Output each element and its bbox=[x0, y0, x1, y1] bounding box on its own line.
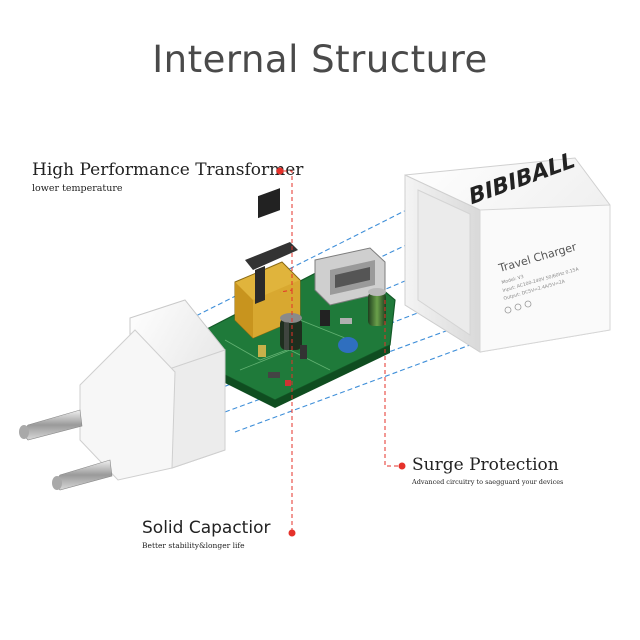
component-icon bbox=[340, 318, 352, 324]
component-icon bbox=[320, 310, 330, 326]
page-title: Internal Structure bbox=[152, 38, 488, 81]
component-icon bbox=[268, 372, 280, 378]
capacitor-large-icon bbox=[280, 313, 302, 350]
plug-pin-icon bbox=[19, 409, 83, 441]
callout-capacitor: Solid Capactior Better stability&longer … bbox=[142, 518, 270, 550]
callout-capacitor-heading: Solid Capactior bbox=[142, 518, 271, 538]
callout-transformer-heading: High Performance Transformer bbox=[32, 160, 304, 180]
callout-capacitor-sub: Better stability&longer life bbox=[142, 541, 245, 550]
pcb-assembly bbox=[204, 188, 396, 408]
component-icon bbox=[258, 345, 266, 357]
plug-pin-icon bbox=[52, 459, 113, 491]
y-capacitor-icon bbox=[338, 337, 358, 353]
component-icon bbox=[285, 380, 291, 386]
callout-transformer: High Performance Transformer lower tempe… bbox=[32, 160, 303, 194]
callout-surge: Surge Protection Advanced circuitry to s… bbox=[412, 455, 563, 486]
leader-dot-icon bbox=[276, 167, 406, 537]
certification-marks-icon bbox=[504, 300, 532, 314]
callout-leader-lines bbox=[276, 170, 400, 530]
solid-capacitor-icon bbox=[368, 288, 386, 326]
charger-case: BIBIBALL Travel Charger Model: V3 Input:… bbox=[404, 147, 611, 353]
callout-transformer-sub: lower temperature bbox=[32, 183, 123, 194]
callout-surge-heading: Surge Protection bbox=[412, 455, 559, 475]
callout-surge-sub: Advanced circuitry to saegguard your dev… bbox=[412, 478, 564, 486]
eu-plug bbox=[19, 299, 226, 491]
component-icon bbox=[300, 345, 307, 359]
